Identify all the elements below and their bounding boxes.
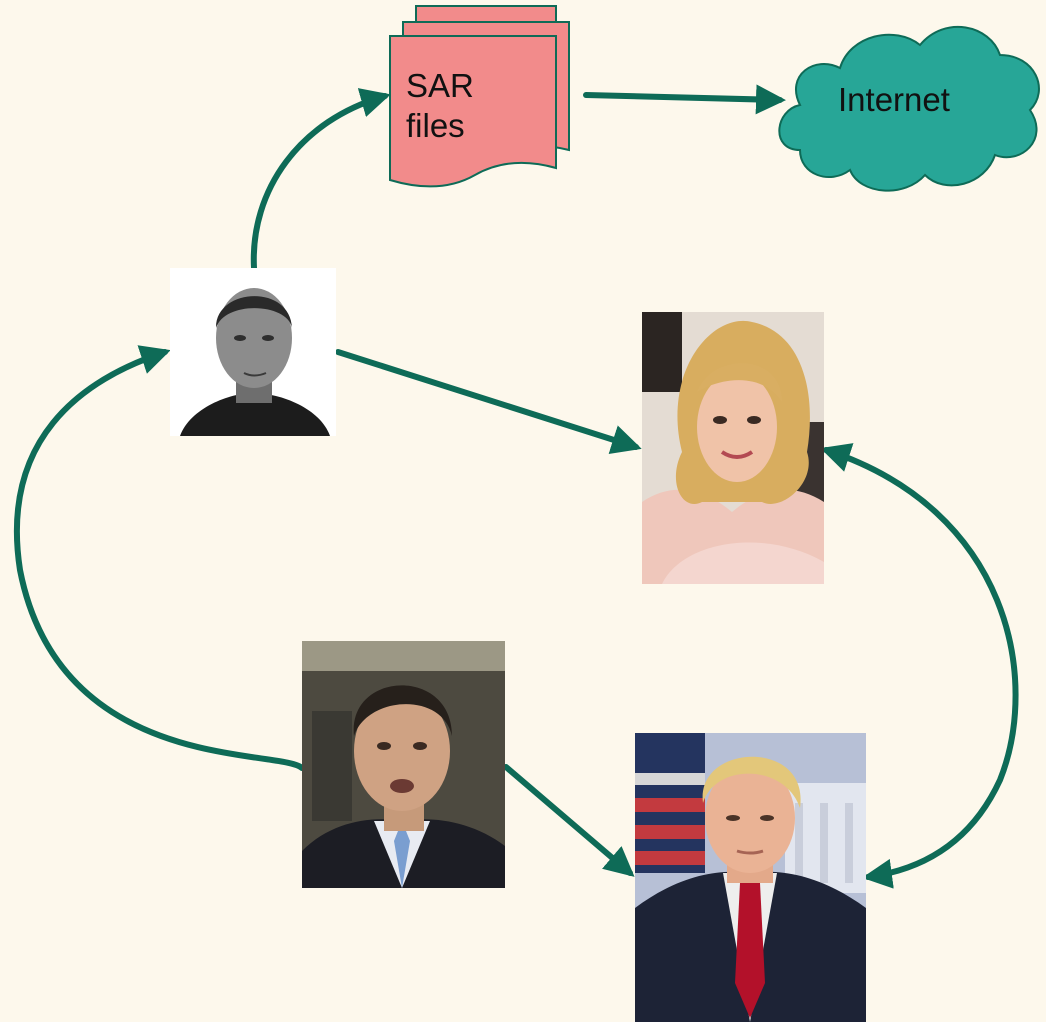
arrows — [13, 84, 1019, 889]
photo-man-dark-suit — [302, 641, 505, 888]
sar-files-icon — [389, 5, 570, 188]
photo-man-red-tie — [635, 733, 866, 1022]
arrow-photo3-to-photo4 — [503, 764, 635, 877]
arrow-photo3-to-photo1 — [13, 345, 305, 771]
photo-man-black-and-white — [170, 268, 336, 436]
arrow-sar-to-internet — [583, 84, 786, 115]
photo-woman-blonde — [642, 312, 824, 584]
arrow-photo1-to-photo2 — [335, 349, 642, 455]
arrow-photo1-to-sar — [250, 88, 391, 271]
cloud-icon — [778, 26, 1040, 192]
sar-files-label: SAR files — [406, 67, 474, 144]
arrow-photo2-photo4-bidirectional — [820, 443, 1019, 889]
internet-label: Internet — [838, 81, 950, 118]
